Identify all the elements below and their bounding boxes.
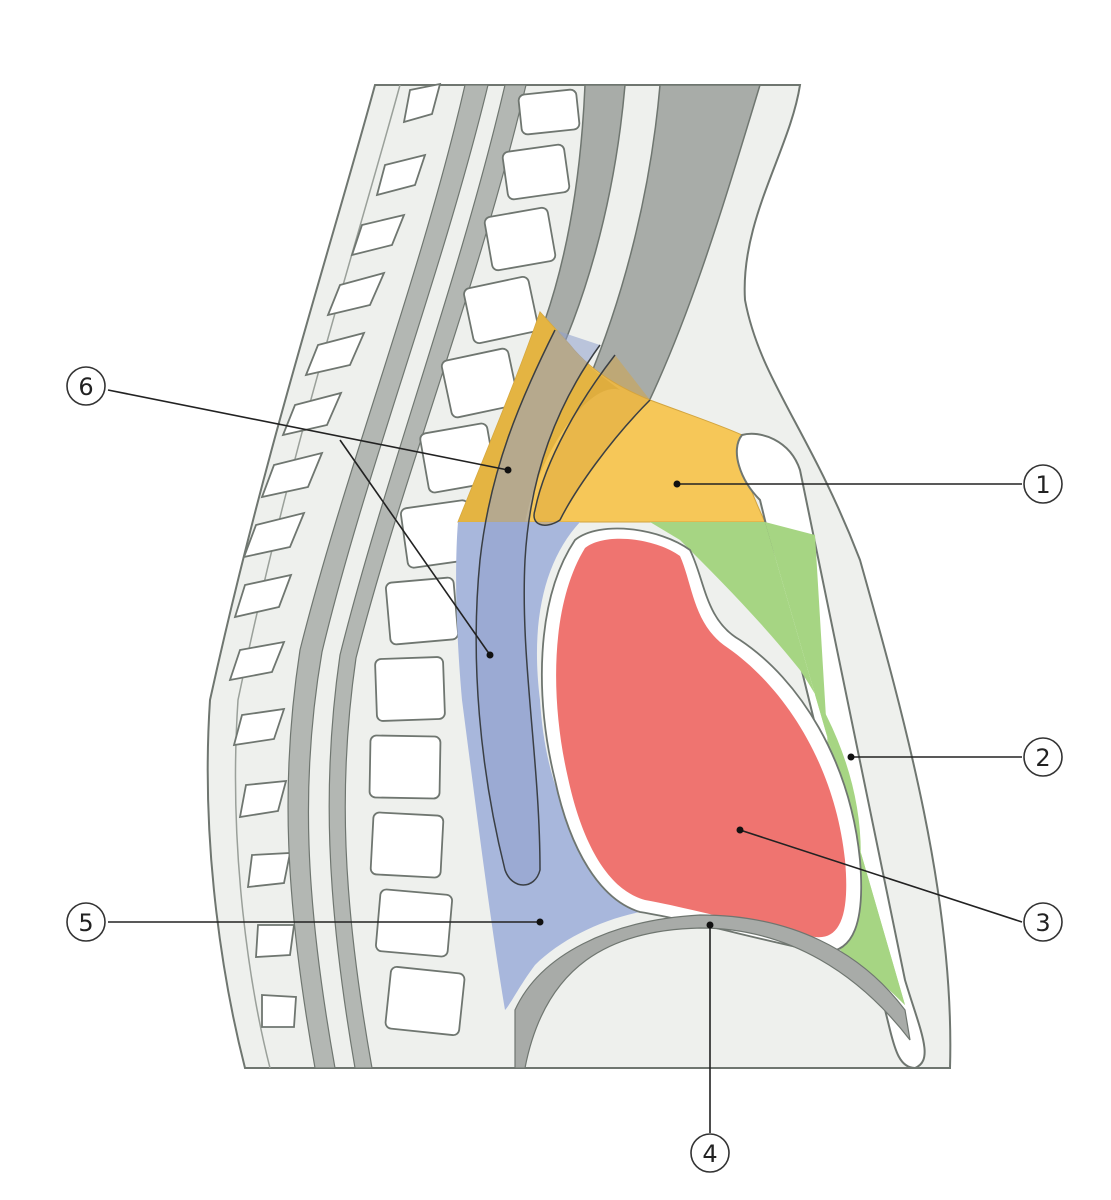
callout-3-label: 3 [1035, 909, 1050, 937]
marker-dots [486, 466, 855, 929]
spinal-canal-outer [287, 84, 489, 1069]
vertebral-bodies [368, 88, 581, 1037]
esophagus-outline [533, 354, 651, 526]
spinous-processes [228, 82, 442, 1028]
callout-5-label: 5 [78, 909, 93, 937]
callout-5: 5 [66, 902, 106, 942]
callout-6-label: 6 [78, 373, 93, 401]
back-skin-line [234, 84, 401, 1069]
anterior-mediastinum-body [650, 522, 905, 1005]
callout-3: 3 [1023, 902, 1063, 942]
callout-4: 4 [690, 1133, 730, 1173]
leader-lines [107, 389, 1023, 1133]
callout-2: 2 [1023, 737, 1063, 777]
callout-4-label: 4 [702, 1140, 717, 1168]
callout-1: 1 [1023, 464, 1063, 504]
callout-6: 6 [66, 366, 106, 406]
diaphragm [514, 914, 911, 1069]
heart-region [556, 538, 847, 938]
callout-2-label: 2 [1035, 744, 1050, 772]
callout-1-label: 1 [1035, 471, 1050, 499]
